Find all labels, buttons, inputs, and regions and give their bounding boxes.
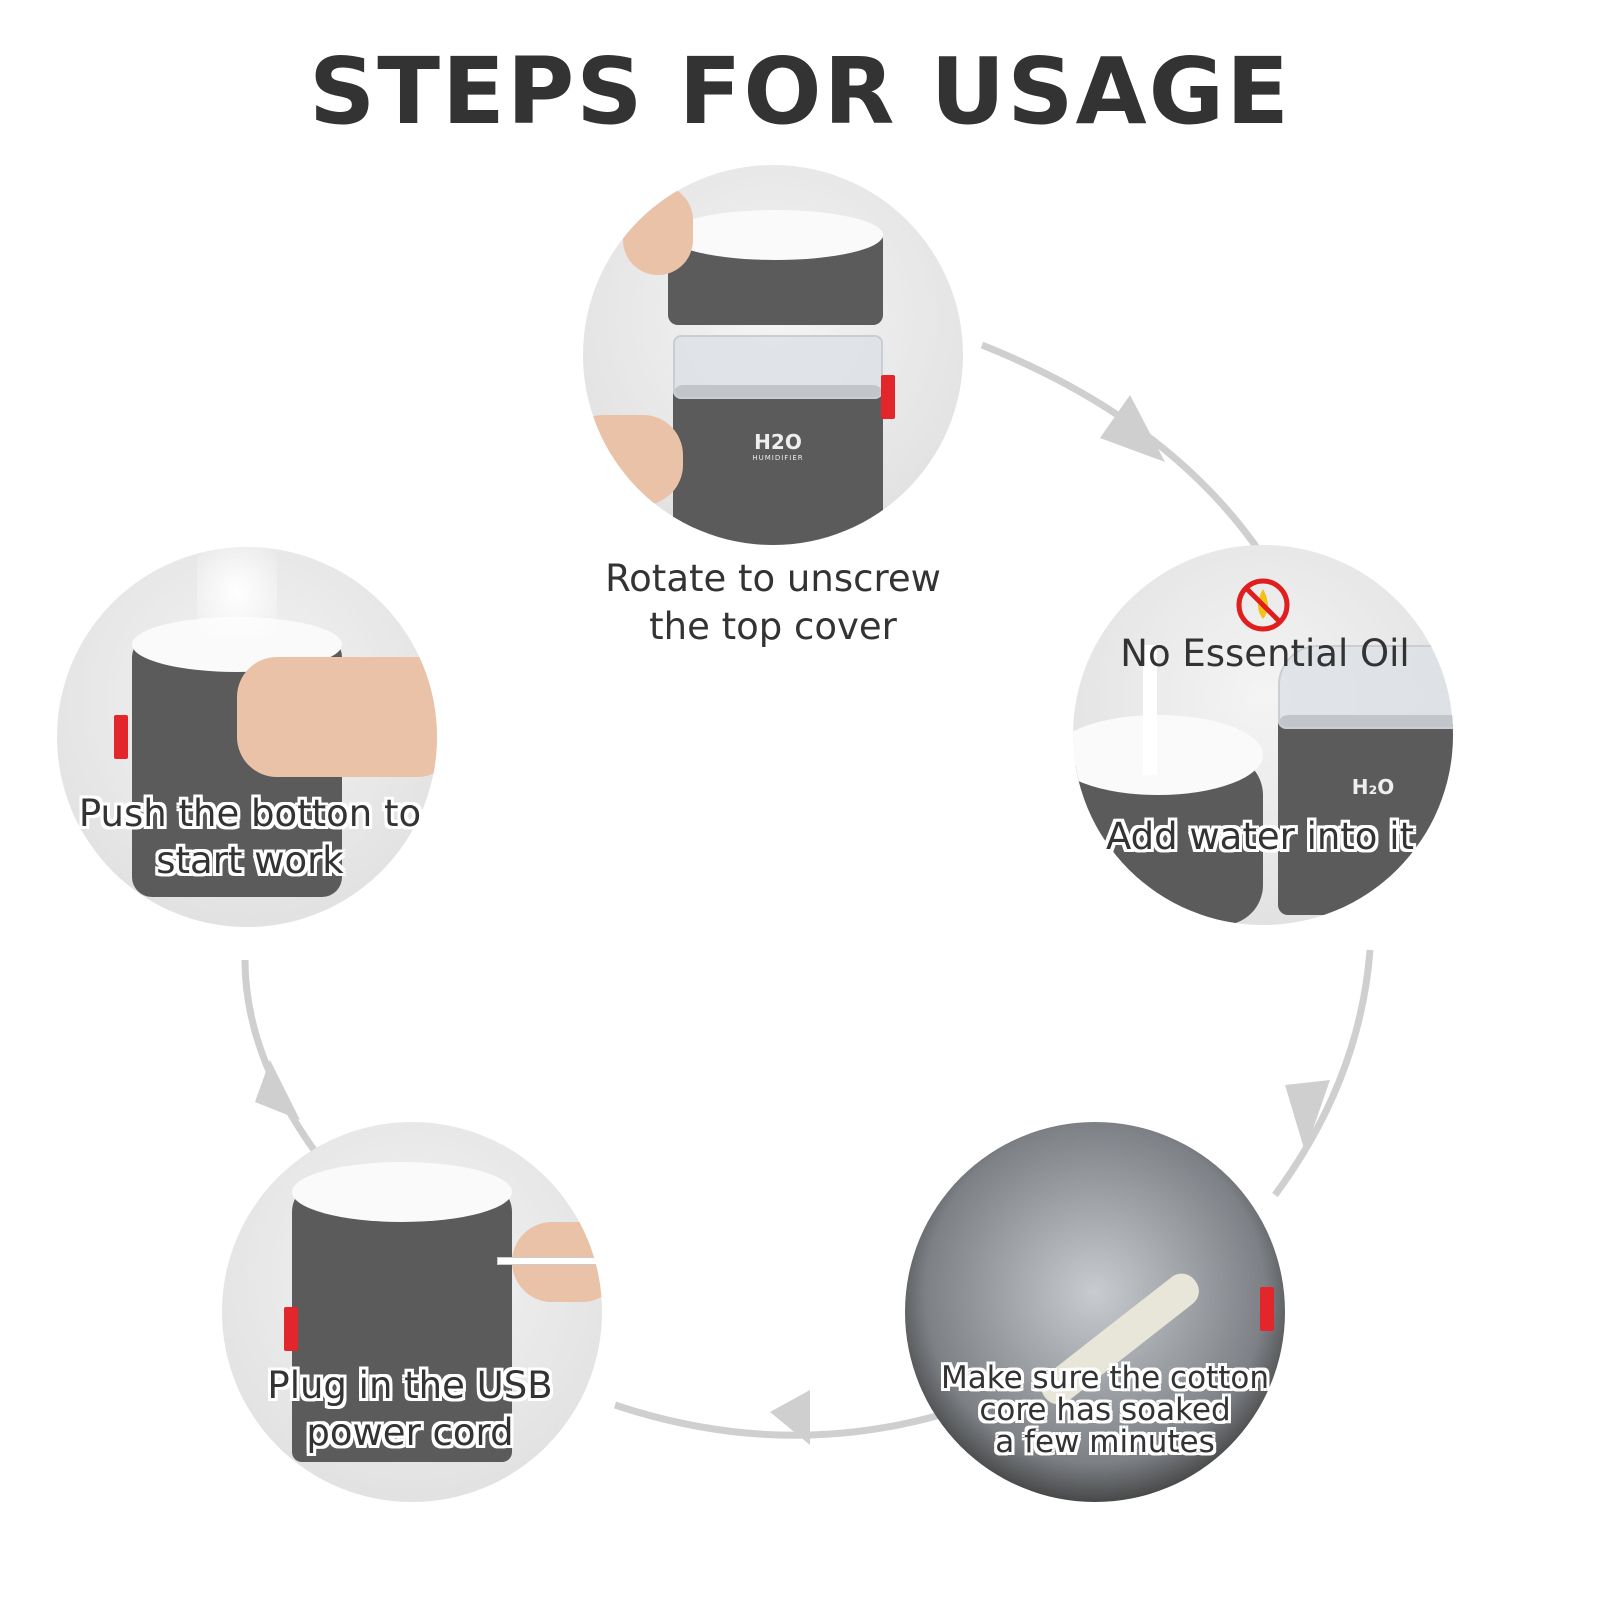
step-4-label-line2: power cord <box>306 1411 514 1454</box>
product-logo-sub: HUMIDIFIER <box>752 454 804 462</box>
step-5-image <box>57 547 437 927</box>
step-3-label-line3: a few minutes <box>995 1424 1215 1460</box>
step-5-label-line2: start work <box>156 839 344 882</box>
step-4-label-line1: Plug in the USB <box>267 1364 553 1407</box>
step-2-label: Add water into it <box>1106 815 1414 858</box>
step-2-image: H₂O <box>1073 545 1453 925</box>
step-1-label-line1: Rotate to unscrew <box>605 557 941 600</box>
step-1-label-line2: the top cover <box>649 605 897 648</box>
page-title: STEPS FOR USAGE <box>308 38 1292 145</box>
step-3-image <box>905 1122 1285 1502</box>
step-1-label: Rotate to unscrew the top cover <box>573 555 973 651</box>
no-essential-oil-warning: No Essential Oil <box>1120 632 1410 675</box>
arrow-arc-1 <box>980 341 1265 557</box>
arrow-arc-2 <box>1272 949 1374 1198</box>
step-3-label: Make sure the cotton core has soaked a f… <box>925 1362 1285 1458</box>
arrow-arc-3 <box>613 1401 941 1439</box>
step-4-image <box>222 1122 602 1502</box>
arrow-head-4 <box>255 1060 300 1120</box>
arrow-head-2 <box>1285 1080 1330 1152</box>
step-3-label-line2: core has soaked <box>979 1392 1231 1428</box>
product-logo: H2O <box>754 430 802 454</box>
arrow-arc-4 <box>241 959 328 1168</box>
step-3-label-line1: Make sure the cotton <box>941 1360 1269 1396</box>
step-4-label: Plug in the USB power cord <box>220 1362 600 1456</box>
no-oil-icon <box>1236 578 1290 632</box>
step-5-label: Push the botton to start work <box>60 790 440 884</box>
step-5-label-line1: Push the botton to <box>78 792 422 835</box>
arrow-head-1 <box>1100 395 1165 462</box>
arrow-head-3 <box>770 1390 810 1445</box>
